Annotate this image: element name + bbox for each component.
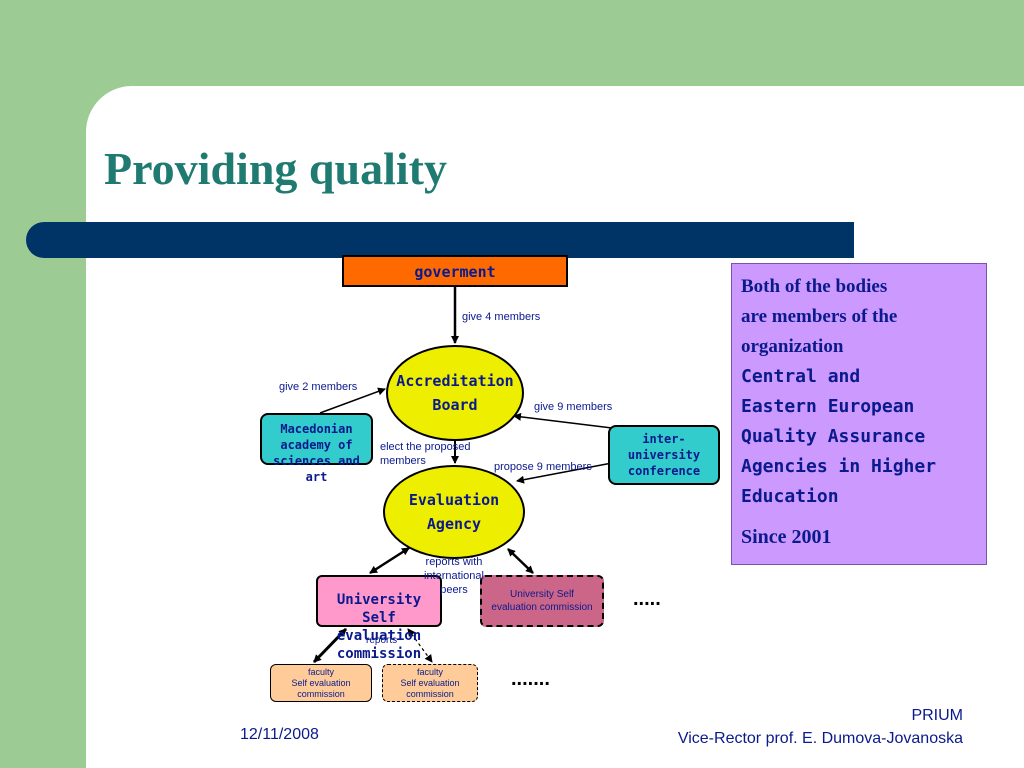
arrow-conference-to-board (513, 412, 613, 429)
organization-infobox: Both of the bodies are members of the or… (731, 263, 987, 565)
university-self-evaluation-box-2: University Self evaluation commission (480, 575, 604, 627)
faculty-2-line-3: commission (406, 688, 454, 699)
arrow-agency-univ2 (507, 548, 534, 574)
arrow-academy-to-board (319, 387, 386, 414)
arrow-agency-univ1 (369, 546, 410, 575)
slide-title: Providing quality (104, 143, 447, 194)
evaluation-agency-ellipse: Evaluation Agency (383, 465, 525, 559)
government-box: goverment (342, 255, 568, 287)
infobox-org-line-3: Quality Assurance (741, 426, 926, 447)
infobox-since: Since 2001 (741, 526, 832, 548)
more-universities-ellipsis: ..... (633, 588, 661, 610)
accreditation-board-line-1: Accreditation (396, 372, 514, 390)
faculty-2-line-1: faculty (416, 666, 443, 677)
infobox-org-line-5: Education (741, 486, 839, 507)
infobox-organization-name: Central and Eastern European Quality Ass… (741, 362, 978, 512)
edge-label-reports-small: reports (366, 635, 398, 646)
evaluation-agency-line-1: Evaluation (408, 491, 500, 509)
more-faculties-ellipsis: ....... (511, 668, 550, 690)
footer-credits: PRIUM Vice-Rector prof. E. Dumova-Jovano… (678, 704, 963, 750)
macedonian-academy-line-2: academy of (280, 438, 353, 452)
edge-label-elect-line-2: members (380, 455, 426, 467)
inter-university-line-1: inter-university (627, 432, 701, 462)
edge-label-reports-line-3: peers (440, 584, 468, 596)
edge-label-elect: elect the proposed members (380, 440, 471, 468)
university-self-evaluation-box-1: University Self evaluation commission (316, 575, 442, 662)
faculty-self-evaluation-box-1: faculty Self evaluation commission (270, 664, 372, 702)
accreditation-board-line-2: Board (432, 396, 478, 414)
government-label: goverment (414, 263, 496, 281)
edge-label-reports: reports with international peers (424, 555, 484, 597)
arrow-univ1-faculty2 (407, 628, 433, 663)
footer-author: Vice-Rector prof. E. Dumova-Jovanoska (677, 730, 963, 747)
macedonian-academy-line-4: art (305, 470, 328, 484)
university-self-2-line-2: evaluation commission (491, 602, 593, 613)
university-self-1-line-1: University Self (336, 592, 422, 626)
infobox-org-line-2: Eastern European (741, 396, 915, 417)
edge-label-give-2: give 2 members (279, 381, 358, 393)
edge-label-give-9: give 9 members (534, 401, 613, 413)
university-self-2-line-1: University Self (510, 589, 574, 600)
faculty-1-line-3: commission (297, 688, 345, 699)
edge-label-reports-line-2: international (424, 570, 484, 582)
arrow-conference-to-agency (516, 462, 613, 484)
macedonian-academy-box: Macedonian academy of sciences and art (260, 413, 373, 484)
macedonian-academy-line-1: Macedonian (280, 422, 353, 436)
inter-university-line-2: conference (627, 464, 701, 478)
infobox-org-line-1: Central and (741, 366, 861, 387)
university-self-1-line-2: evaluation (336, 628, 422, 644)
infobox-intro-line-1: Both of the bodies (741, 276, 888, 297)
evaluation-agency-line-2: Agency (426, 515, 482, 533)
faculty-2-line-2: Self evaluation (400, 677, 460, 688)
accreditation-board-ellipse: Accreditation Board (386, 345, 524, 441)
edge-label-propose-9: propose 9 members (494, 461, 592, 473)
arrow-univ1-faculty1 (312, 627, 348, 664)
macedonian-academy-line-3: sciences and (273, 454, 360, 468)
footer-date: 12/11/2008 (240, 726, 319, 743)
university-self-1-line-3: commission (336, 646, 422, 662)
faculty-self-evaluation-box-2: faculty Self evaluation commission (382, 664, 478, 702)
inter-university-conference-box: inter-university conference (608, 425, 720, 485)
faculty-1-line-2: Self evaluation (291, 677, 351, 688)
footer-project: PRIUM (911, 707, 963, 724)
infobox-intro: Both of the bodies are members of the or… (741, 272, 978, 362)
infobox-intro-line-2: are members of the (741, 306, 898, 327)
edge-label-reports-line-1: reports with (425, 556, 483, 568)
infobox-org-line-4: Agencies in Higher (741, 456, 937, 477)
infobox-intro-line-3: organization (741, 336, 844, 357)
title-bar (26, 222, 854, 258)
edge-label-give-4: give 4 members (462, 311, 541, 323)
faculty-1-line-1: faculty (307, 666, 334, 677)
edge-label-elect-line-1: elect the proposed (380, 441, 471, 453)
